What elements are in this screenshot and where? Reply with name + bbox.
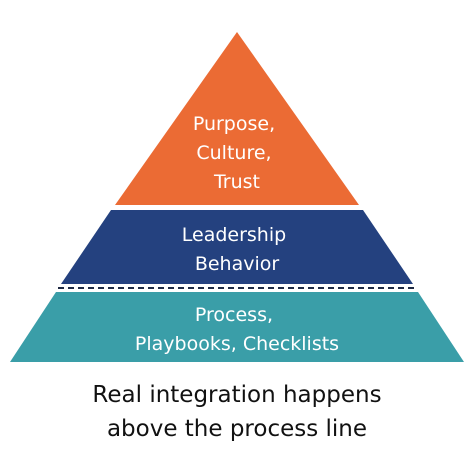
tier-bottom-line-1: Process, <box>195 304 273 326</box>
caption-line-2: above the process line <box>106 416 368 442</box>
pyramid-tier-top <box>115 32 359 205</box>
pyramid-tier-middle <box>61 210 413 284</box>
tier-middle-line-1: Leadership <box>182 224 286 246</box>
tier-top-label: Purpose, Culture, Trust <box>193 113 281 193</box>
caption: Real integration happens above the proce… <box>0 378 474 446</box>
caption-line-1: Real integration happens <box>92 382 382 408</box>
tier-bottom-label: Process, Playbooks, Checklists <box>135 304 339 355</box>
tier-middle-line-2: Behavior <box>195 253 280 275</box>
tier-bottom-line-2: Playbooks, Checklists <box>135 333 339 355</box>
tier-top-line-2: Culture, <box>196 142 271 164</box>
tier-top-line-3: Trust <box>213 171 260 193</box>
tier-top-line-1: Purpose, <box>193 113 275 135</box>
tier-middle-label: Leadership Behavior <box>182 224 292 275</box>
pyramid-tier-bottom <box>10 292 464 362</box>
pyramid-diagram: Purpose, Culture, Trust Leadership Behav… <box>10 32 464 362</box>
